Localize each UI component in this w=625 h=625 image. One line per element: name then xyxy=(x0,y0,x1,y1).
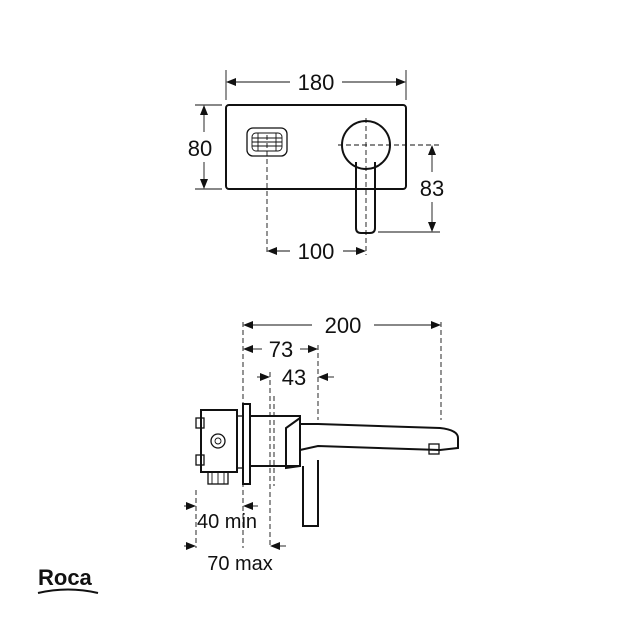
dim-70-max-label: 70 max xyxy=(207,553,273,575)
dim-40-min-label: 40 min xyxy=(197,511,257,533)
dim-83-label: 83 xyxy=(420,176,444,201)
embedded-body xyxy=(195,409,244,485)
spout-assembly xyxy=(249,415,459,527)
dim-43-label: 43 xyxy=(282,365,306,390)
dim-73-label: 73 xyxy=(269,337,293,362)
wall-plate xyxy=(242,403,251,485)
side-view: 200 73 43 40 min 70 max xyxy=(184,313,459,575)
roca-logo: Roca xyxy=(37,565,99,594)
front-view: 180 80 83 100 xyxy=(188,70,444,264)
dim-180-label: 180 xyxy=(298,70,335,95)
dim-100-label: 100 xyxy=(298,239,335,264)
dim-200-label: 200 xyxy=(325,313,362,338)
front-plate xyxy=(225,104,407,190)
svg-text:Roca: Roca xyxy=(38,565,93,590)
dim-80-label: 80 xyxy=(188,136,212,161)
